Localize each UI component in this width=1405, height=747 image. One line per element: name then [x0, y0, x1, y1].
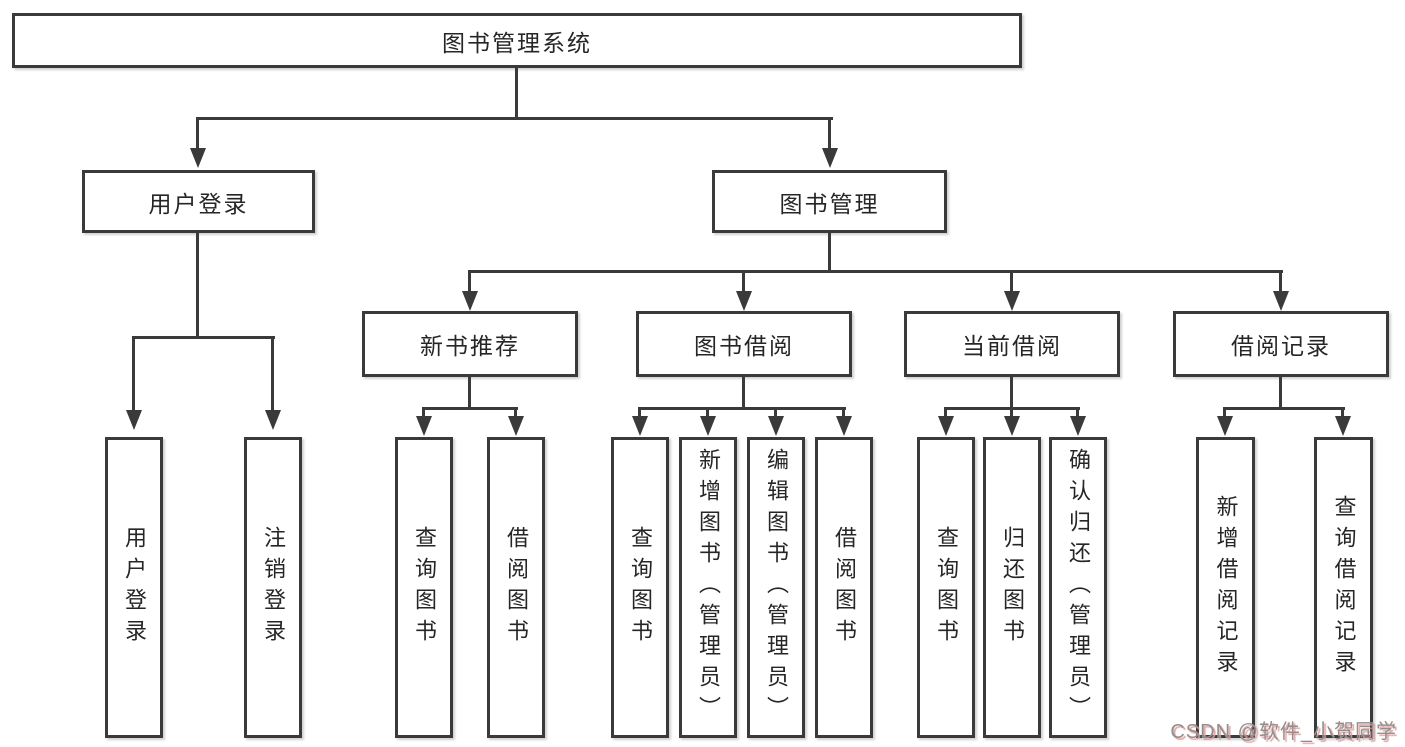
leaf-add-books-admin-label: 新增图书（管理员）: [696, 448, 721, 727]
leaf-confirm-return-admin-label: 确认归还（管理员）: [1066, 448, 1091, 727]
connector-line: [842, 407, 845, 418]
arrow-down: [632, 416, 648, 436]
leaf-edit-books-admin-label: 编辑图书（管理员）: [764, 448, 789, 727]
group-borrow-records-node: 借阅记录: [1173, 311, 1389, 377]
leaf-add-borrow-record: 新增借阅记录: [1196, 437, 1255, 738]
group-new-book-recommend-node: 新书推荐: [362, 311, 578, 377]
connector-line: [1223, 407, 1345, 410]
leaf-edit-books-admin: 编辑图书（管理员）: [747, 437, 805, 738]
connector-line: [1076, 407, 1079, 418]
leaf-query-books-borrow-label: 查询图书: [628, 525, 653, 650]
arrow-down: [1004, 291, 1020, 311]
leaf-add-borrow-record-label: 新增借阅记录: [1213, 494, 1239, 681]
leaf-borrow-books: 借阅图书: [815, 437, 873, 738]
group-current-borrow-label: 当前借阅: [962, 333, 1062, 359]
group-borrow-records-label: 借阅记录: [1231, 333, 1331, 359]
leaf-add-books-admin: 新增图书（管理员）: [679, 437, 737, 738]
arrow-down: [126, 410, 142, 430]
arrow-down: [938, 416, 954, 436]
branch-user-login-node: 用户登录: [82, 170, 315, 233]
connector-line: [1223, 407, 1226, 418]
arrow-down: [1217, 416, 1233, 436]
connector-line: [196, 117, 199, 150]
connector-line: [742, 270, 745, 293]
group-book-borrow-node: 图书借阅: [636, 311, 852, 377]
connector-line: [468, 377, 471, 410]
root-node-label: 图书管理系统: [442, 29, 592, 56]
connector-line: [1341, 407, 1344, 418]
arrow-down: [736, 291, 752, 311]
arrow-down: [1070, 416, 1086, 436]
leaf-user-login-label: 用户登录: [122, 525, 147, 650]
connector-line: [1010, 270, 1013, 293]
connector-line: [944, 407, 947, 418]
connector-line: [638, 407, 846, 410]
leaf-query-books-borrow: 查询图书: [611, 437, 669, 738]
group-book-borrow-label: 图书借阅: [694, 333, 794, 359]
leaf-return-books: 归还图书: [983, 437, 1041, 738]
connector-line: [514, 407, 517, 418]
connector-line: [132, 336, 275, 339]
root-node-library-system: 图书管理系统: [12, 13, 1022, 68]
connector-line: [828, 117, 831, 150]
arrow-down: [265, 410, 281, 430]
connector-line: [1010, 377, 1013, 410]
group-new-book-recommend-label: 新书推荐: [420, 333, 520, 359]
leaf-query-books-current-label: 查询图书: [934, 525, 959, 650]
arrow-down: [462, 291, 478, 311]
arrow-down: [190, 148, 206, 168]
arrow-down: [822, 148, 838, 168]
leaf-query-borrow-record-label: 查询借阅记录: [1331, 494, 1357, 681]
leaf-logout: 注销登录: [244, 437, 302, 738]
arrow-down: [836, 416, 852, 436]
connector-line: [638, 407, 641, 418]
arrow-down: [508, 416, 524, 436]
branch-book-management-node: 图书管理: [712, 170, 947, 233]
connector-line: [468, 270, 471, 293]
arrow-down: [1273, 291, 1289, 311]
connector-line: [271, 336, 274, 412]
arrow-down: [1335, 416, 1351, 436]
connector-line: [1279, 377, 1282, 410]
connector-line: [196, 117, 833, 120]
connector-line: [422, 407, 518, 410]
arrow-down: [700, 416, 716, 436]
connector-line: [706, 407, 709, 418]
connector-line: [196, 233, 199, 339]
leaf-borrow-books-recommend-label: 借阅图书: [504, 525, 529, 650]
connector-line: [422, 407, 425, 418]
leaf-query-books-recommend-label: 查询图书: [412, 525, 437, 650]
connector-line: [1279, 270, 1282, 293]
leaf-borrow-books-recommend: 借阅图书: [487, 437, 545, 738]
connector-line: [1010, 407, 1013, 418]
leaf-query-books-recommend: 查询图书: [395, 437, 453, 738]
connector-line: [742, 377, 745, 410]
leaf-logout-label: 注销登录: [261, 525, 286, 650]
connector-line: [132, 336, 135, 412]
arrow-down: [768, 416, 784, 436]
arrow-down: [1004, 416, 1020, 436]
connector-line: [468, 270, 1283, 273]
connector-line: [515, 68, 518, 120]
arrow-down: [416, 416, 432, 436]
connector-line: [774, 407, 777, 418]
leaf-confirm-return-admin: 确认归还（管理员）: [1049, 437, 1107, 738]
leaf-query-borrow-record: 查询借阅记录: [1314, 437, 1373, 738]
leaf-borrow-books-label: 借阅图书: [832, 525, 857, 650]
leaf-query-books-current: 查询图书: [917, 437, 975, 738]
leaf-return-books-label: 归还图书: [1000, 525, 1025, 650]
leaf-user-login: 用户登录: [105, 437, 163, 738]
group-current-borrow-node: 当前借阅: [904, 311, 1120, 377]
branch-user-login-label: 用户登录: [148, 190, 249, 217]
connector-line: [828, 233, 831, 273]
csdn-watermark: CSDN @软件_小贺同学: [1170, 721, 1397, 743]
branch-book-management-label: 图书管理: [779, 190, 880, 217]
